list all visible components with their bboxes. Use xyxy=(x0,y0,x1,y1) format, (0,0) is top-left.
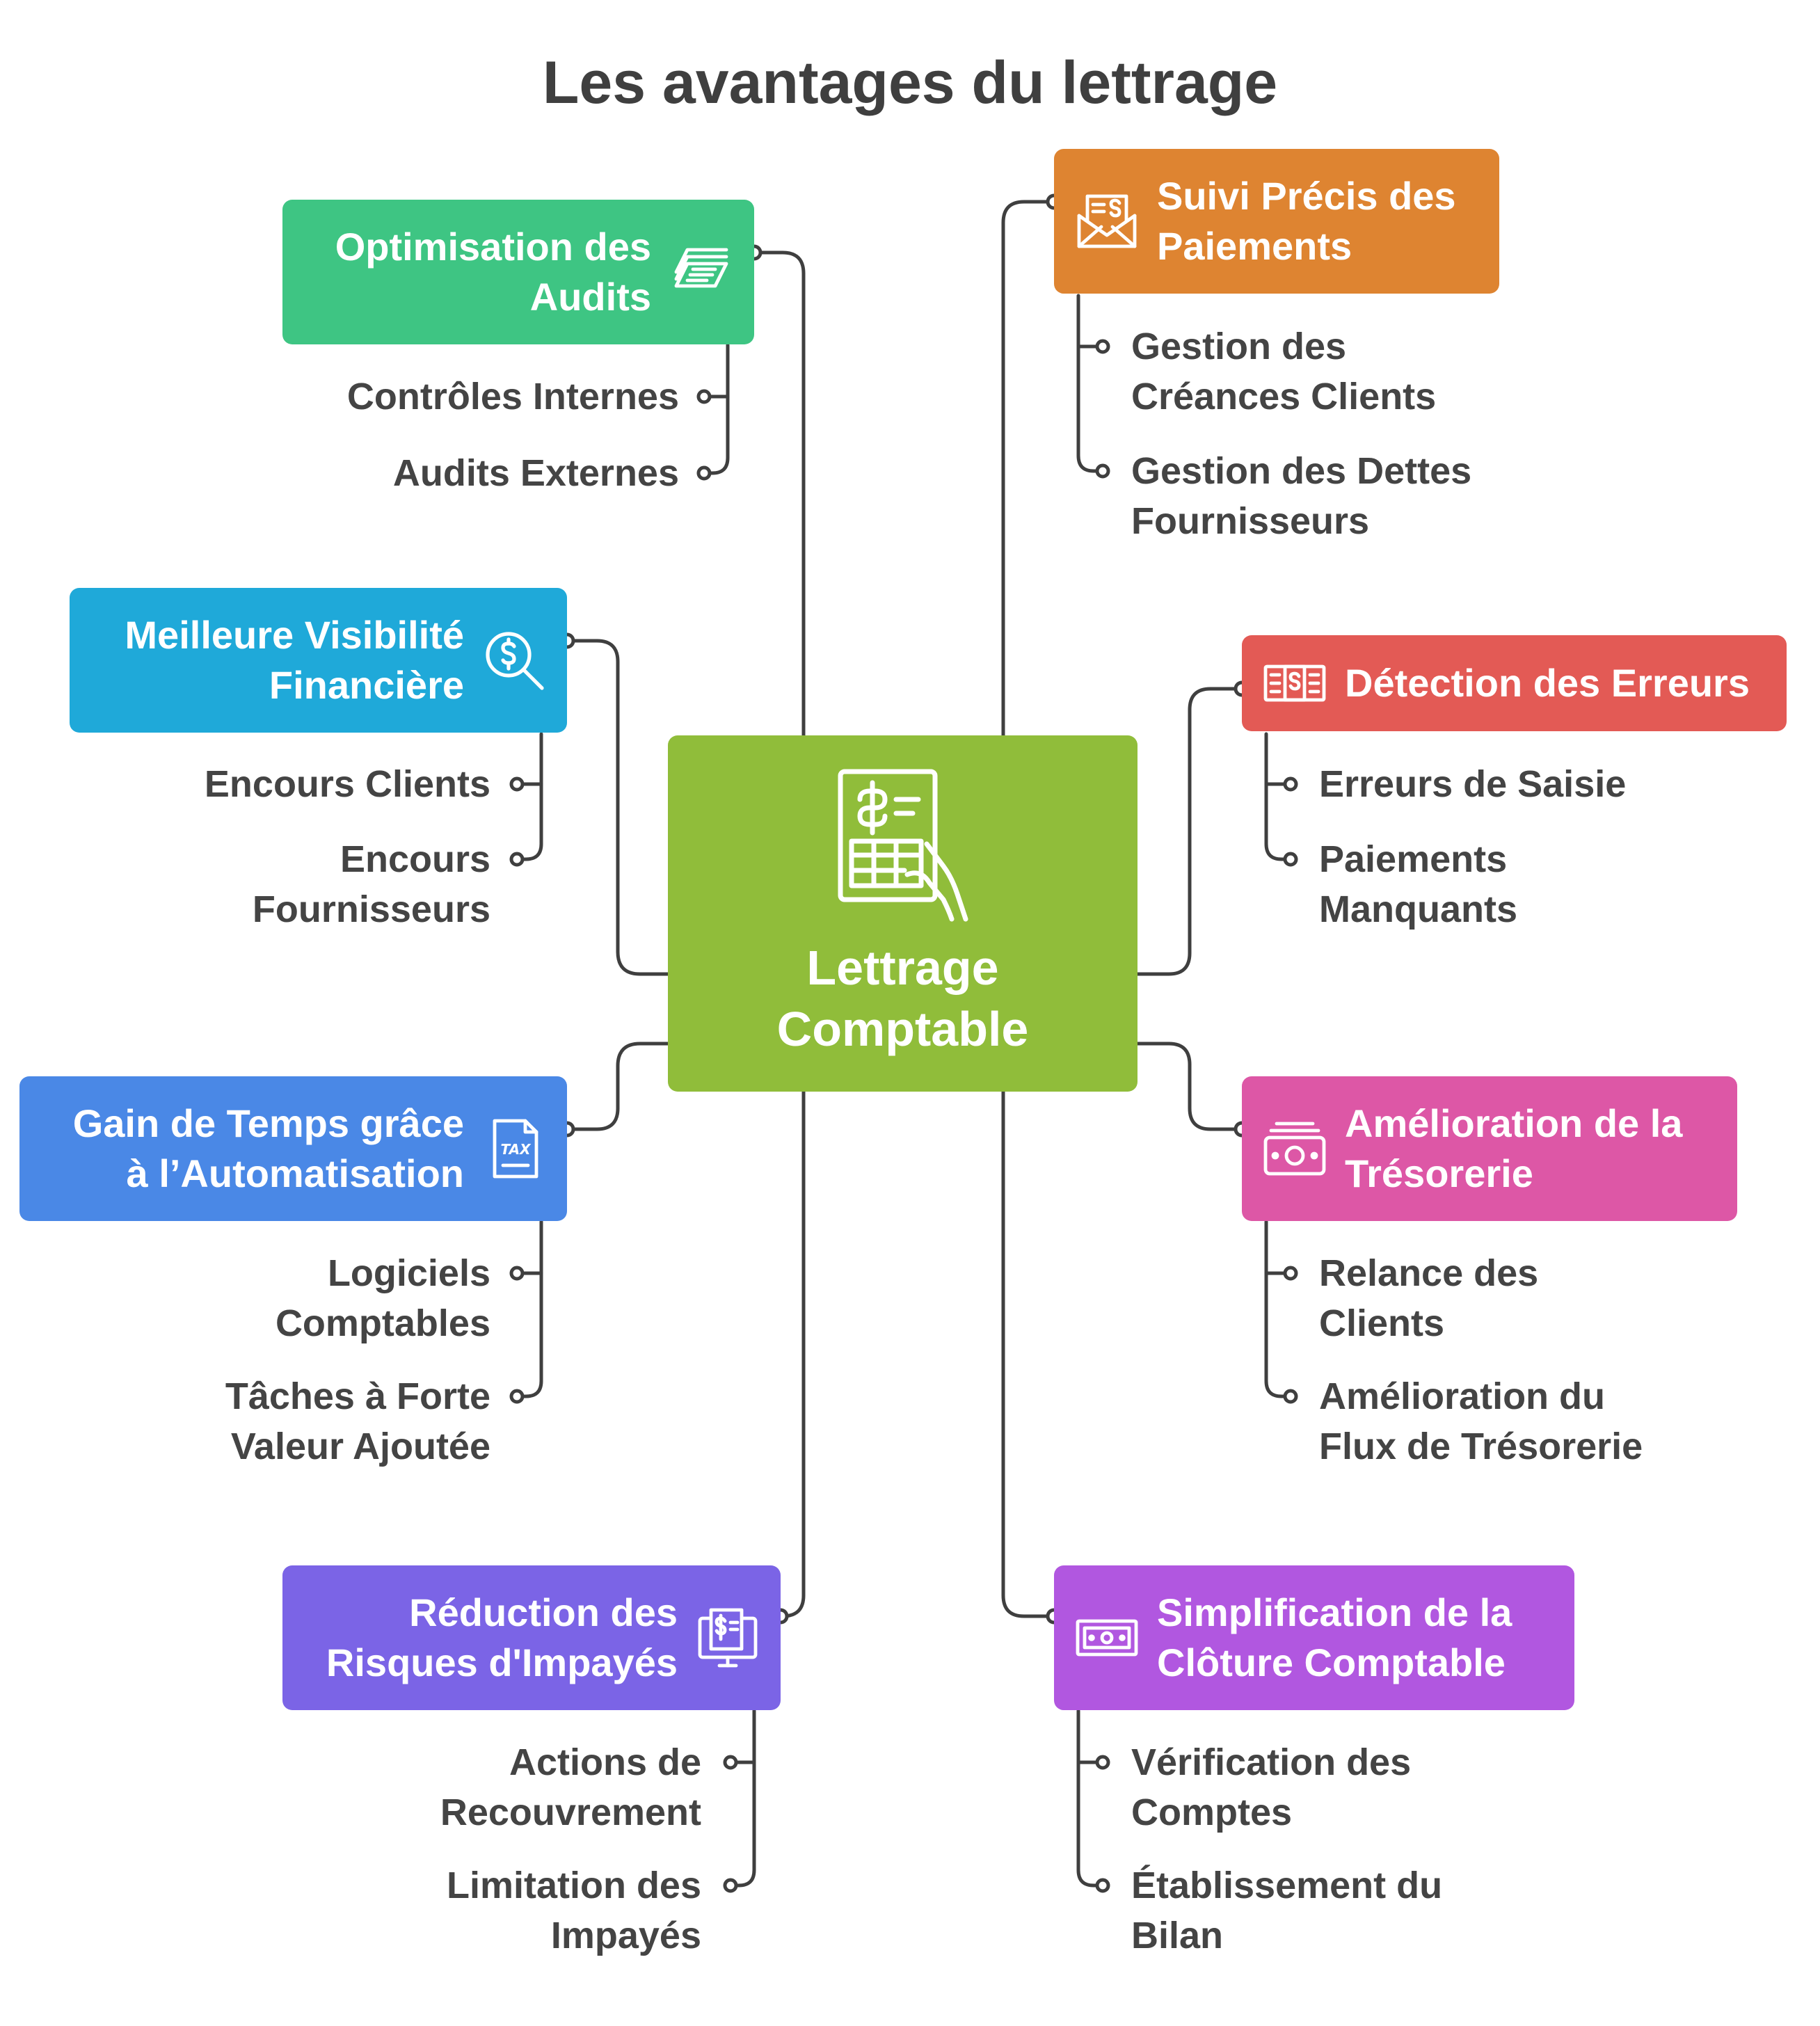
branch-impayes: Réduction des Risques d'Impayés xyxy=(282,1565,781,1710)
sub-encours-clients: Encours Clients xyxy=(204,763,490,805)
center-label: Lettrage Comptable xyxy=(776,941,1029,1056)
sub-logiciels-comptables: Logiciels Comptables xyxy=(275,1252,490,1344)
cash-stack-icon xyxy=(1261,1115,1328,1182)
sub-actions-recouvrement: Actions de Recouvrement xyxy=(440,1741,701,1833)
sub-flux-tresorerie: Amélioration du Flux de Trésorerie xyxy=(1319,1375,1643,1467)
diagram-title: Les avantages du lettrage xyxy=(542,49,1278,116)
branch-erreurs: Détection des Erreurs xyxy=(1242,635,1787,731)
branch-paiements: Suivi Précis des Paiements xyxy=(1054,149,1499,294)
tax-document-icon: TAX xyxy=(481,1115,548,1182)
svg-text:TAX: TAX xyxy=(501,1141,532,1158)
branch-audits-label: Optimisation des Audits xyxy=(335,225,651,319)
branch-temps-label: Gain de Temps grâce à l’Automatisation xyxy=(72,1101,464,1195)
dollar-search-icon xyxy=(481,627,548,694)
sub-relance-clients: Relance des Clients xyxy=(1319,1252,1539,1344)
sub-erreurs-saisie: Erreurs de Saisie xyxy=(1319,763,1627,805)
invoice-hand-icon xyxy=(821,763,988,930)
money-envelope-icon xyxy=(1073,188,1140,255)
sub-paiements-manquants: Paiements Manquants xyxy=(1319,838,1518,930)
branch-visibilite-label: Meilleure Visibilité Financière xyxy=(125,613,464,707)
branch-tresorerie: Amélioration de la Trésorerie xyxy=(1242,1076,1737,1221)
sub-limitation-impayes: Limitation des Impayés xyxy=(446,1865,701,1956)
sub-verification-comptes: Vérification des Comptes xyxy=(1131,1741,1412,1833)
branch-audits: Optimisation des Audits xyxy=(282,200,754,344)
branch-temps: Gain de Temps grâce à l’Automatisation T… xyxy=(19,1076,567,1221)
sub-audits-externes: Audits Externes xyxy=(392,452,679,494)
sub-etablissement-bilan: Établissement du Bilan xyxy=(1131,1865,1443,1956)
banknote-icon xyxy=(1261,650,1328,717)
center-node: Lettrage Comptable xyxy=(668,735,1138,1092)
money-stack-icon xyxy=(668,239,735,305)
bill-icon xyxy=(1073,1604,1140,1671)
sub-dettes-fournisseurs: Gestion des Dettes Fournisseurs xyxy=(1131,450,1472,542)
sub-encours-fournisseurs: Encours Fournisseurs xyxy=(252,838,490,930)
branch-cloture-label: Simplification de la Clôture Comptable xyxy=(1157,1590,1512,1684)
branch-impayes-label: Réduction des Risques d'Impayés xyxy=(326,1590,678,1684)
invoice-monitor-icon xyxy=(694,1604,761,1671)
branch-paiements-label: Suivi Précis des Paiements xyxy=(1157,174,1456,268)
branch-cloture: Simplification de la Clôture Comptable xyxy=(1054,1565,1574,1710)
sub-taches-valeur-ajoutee: Tâches à Forte Valeur Ajoutée xyxy=(225,1375,490,1467)
sub-controles-internes: Contrôles Internes xyxy=(346,376,679,417)
branch-tresorerie-label: Amélioration de la Trésorerie xyxy=(1345,1101,1683,1195)
branch-erreurs-label: Détection des Erreurs xyxy=(1345,661,1750,705)
sub-creances-clients: Gestion des Créances Clients xyxy=(1131,326,1437,417)
branch-visibilite: Meilleure Visibilité Financière xyxy=(70,588,567,733)
